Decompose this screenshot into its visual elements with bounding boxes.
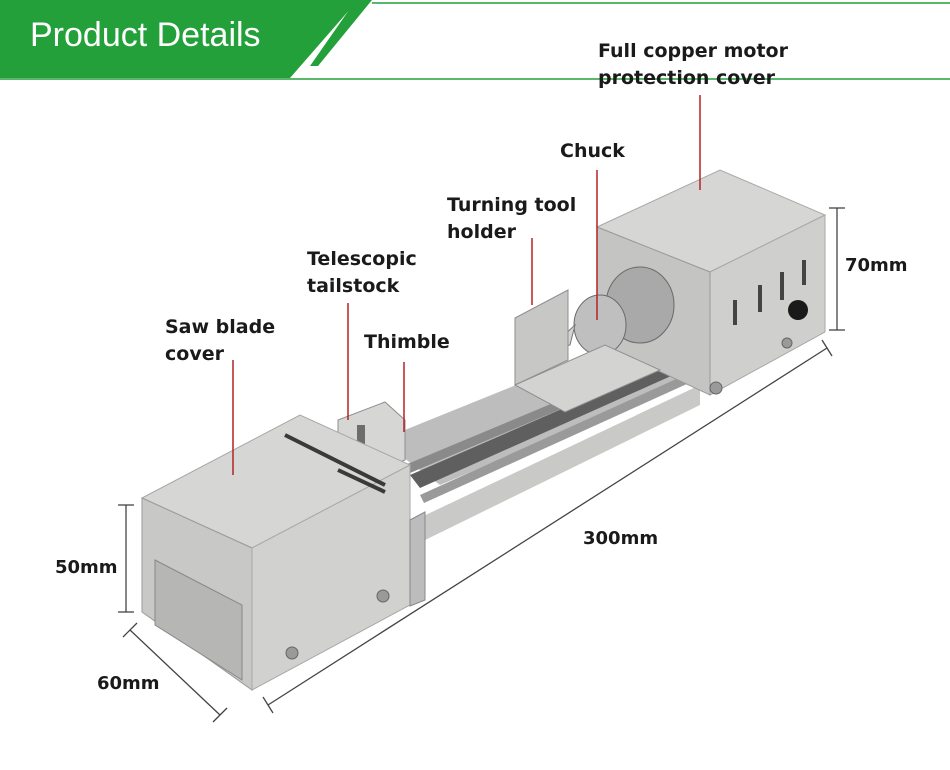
dim-tick bbox=[212, 707, 228, 723]
banner-bar bbox=[0, 0, 358, 78]
saw-slot bbox=[337, 468, 386, 494]
dim-tick bbox=[262, 696, 274, 714]
power-switch bbox=[788, 300, 808, 320]
bed-slot bbox=[410, 362, 680, 488]
tool-holder-base bbox=[513, 344, 662, 413]
label-tool-holder: Turning tool holder bbox=[447, 192, 576, 246]
dimension-width-left: 60mm bbox=[97, 673, 160, 694]
dimension-length: 300mm bbox=[583, 528, 659, 549]
sawbox-opening bbox=[154, 559, 243, 681]
screw bbox=[285, 646, 299, 660]
dimension-height-right: 70mm bbox=[845, 255, 908, 276]
label-line: Full copper motor bbox=[598, 40, 788, 62]
label-line: protection cover bbox=[598, 67, 776, 89]
dim-tick bbox=[821, 339, 833, 357]
label-line: Turning tool bbox=[447, 194, 577, 216]
dim-line-width-left bbox=[129, 629, 221, 716]
screw bbox=[709, 381, 723, 395]
label-thimble: Thimble bbox=[364, 329, 450, 356]
lathe-illustration bbox=[140, 169, 827, 691]
label-line: cover bbox=[165, 343, 224, 365]
banner-stripe bbox=[284, 0, 346, 66]
banner bbox=[0, 0, 950, 80]
dimension-lines bbox=[118, 207, 845, 723]
chuck-jaw bbox=[573, 294, 627, 356]
label-line: Saw blade bbox=[165, 316, 276, 338]
label-line: Chuck bbox=[560, 140, 625, 162]
bed-front bbox=[415, 385, 700, 545]
label-tailstock: Telescopic tailstock bbox=[307, 246, 417, 300]
saw-slot bbox=[284, 433, 386, 487]
leader-lines bbox=[232, 95, 701, 475]
tailstock-slot bbox=[357, 425, 365, 455]
dimension-height-left: 50mm bbox=[55, 557, 118, 578]
page-title: Product Details bbox=[30, 16, 261, 54]
screw bbox=[781, 337, 793, 349]
bed-rail bbox=[420, 375, 689, 503]
label-line: Telescopic bbox=[307, 248, 417, 270]
tool-holder-plate bbox=[514, 289, 569, 386]
label-line: Thimble bbox=[364, 331, 450, 353]
bed-extrusion bbox=[409, 511, 426, 607]
label-saw-cover: Saw blade cover bbox=[165, 314, 275, 368]
label-chuck: Chuck bbox=[560, 138, 625, 165]
banner-stripe bbox=[310, 0, 372, 66]
dim-tick bbox=[122, 622, 138, 638]
dim-line-length bbox=[267, 347, 828, 706]
label-motor-cover: Full copper motor protection cover bbox=[598, 38, 788, 92]
label-line: holder bbox=[447, 221, 516, 243]
screw bbox=[376, 589, 390, 603]
label-line: tailstock bbox=[307, 275, 400, 297]
